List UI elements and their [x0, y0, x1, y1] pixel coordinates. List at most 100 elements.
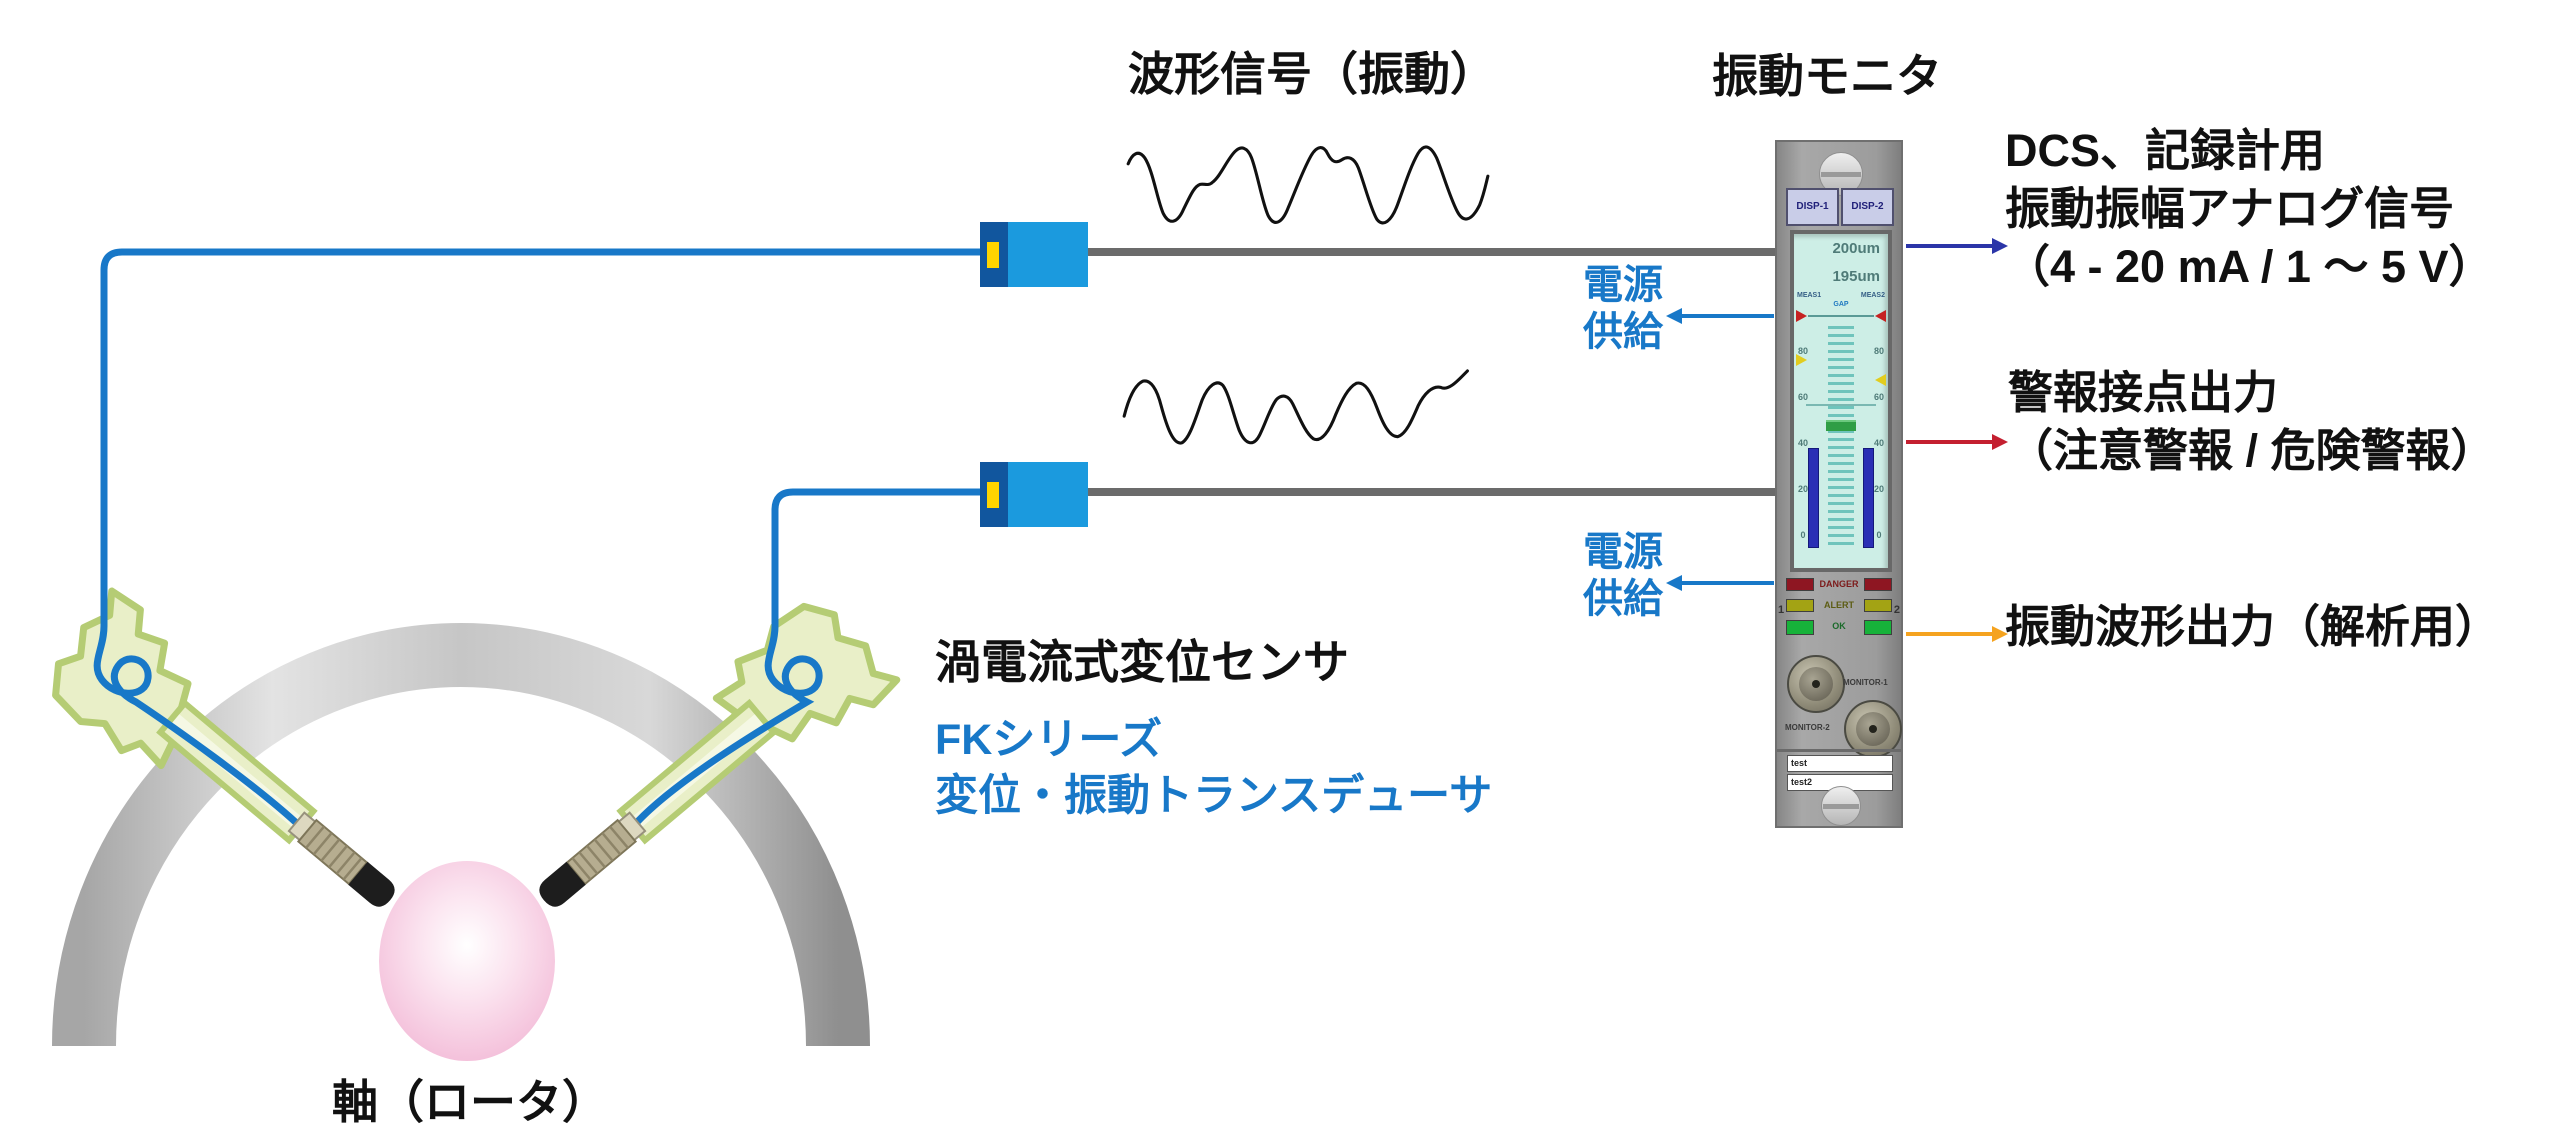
setpoint-line	[1808, 315, 1874, 317]
scale-tick: 40	[1797, 438, 1808, 448]
power-supply-1-line1: 電源	[1583, 263, 1663, 307]
scale-tick: 60	[1873, 392, 1884, 402]
scale-tick: 0	[1800, 530, 1806, 540]
power-arrow-1-line	[1680, 314, 1774, 318]
power-arrow-1	[1666, 308, 1776, 324]
alarm-output-label: 警報接点出力 （注意警報 / 危険警報）	[2008, 364, 2496, 480]
monitor-title: 振動モニタ	[1712, 50, 1942, 102]
monitor-1-label: MONITOR-1	[1843, 678, 1888, 687]
gap-label: GAP	[1833, 301, 1849, 308]
power-supply-2-line2: 供給	[1583, 577, 1663, 621]
waveform-signal-1	[1126, 145, 1490, 225]
sensor-series-block: FKシリーズ 変位・振動トランスデューサ	[935, 712, 1492, 824]
danger-setpoint-right-icon	[1875, 310, 1886, 322]
screw-icon	[1821, 786, 1861, 826]
power-arrow-2-line	[1680, 581, 1774, 585]
signal-line-1	[1088, 248, 1778, 256]
power-supply-label-1: 電源 供給	[1583, 262, 1663, 356]
gap-readout-1: 200um	[1832, 240, 1880, 257]
danger-lamp-2	[1864, 578, 1892, 591]
bargraph-channel-2	[1863, 448, 1874, 548]
power-supply-label-2: 電源 供給	[1583, 529, 1663, 623]
analog-output-arrow	[1906, 238, 2008, 254]
alarm-arrow-line	[1906, 440, 1994, 444]
channel-1-number: 1	[1778, 604, 1785, 616]
meas2-label: MEAS2	[1860, 292, 1885, 299]
sensor-cable-right	[623, 488, 984, 838]
sensor-right-probe	[533, 809, 649, 913]
vibration-monitor-panel: DISP-1 DISP-2 200um 195um MEAS1 MEAS2 GA…	[1775, 140, 1903, 828]
monitor-2-label: MONITOR-2	[1785, 723, 1830, 732]
scale-tick: 80	[1797, 346, 1808, 356]
alarm-output-arrow	[1906, 434, 2008, 450]
ok-lamp-row: OK	[1777, 619, 1901, 635]
analog-output-line1: DCS、記録計用	[2005, 125, 2326, 176]
danger-label: DANGER	[1819, 579, 1859, 589]
scale-line-60	[1806, 404, 1876, 406]
monitor-screen: 200um 195um MEAS1 MEAS2 GAP 80 60 40 20 …	[1790, 230, 1892, 572]
danger-lamp-row: DANGER	[1777, 577, 1901, 593]
ok-label: OK	[1832, 621, 1846, 631]
waveform-output-label: 振動波形出力（解析用）	[2005, 601, 2501, 652]
alarm-output-line1: 警報接点出力	[2008, 367, 2279, 418]
alert-setpoint-right-icon	[1875, 374, 1886, 386]
analog-arrow-line	[1906, 244, 1994, 248]
bearing-arc	[52, 623, 870, 1047]
power-arrow-2	[1666, 575, 1776, 591]
arrow-right-icon	[1992, 626, 2008, 642]
waveform-title: 波形信号（振動）	[1128, 48, 1496, 100]
sensor-left-probe	[285, 809, 401, 913]
driver-connector-2	[980, 462, 1088, 527]
sensor-series-line1: FKシリーズ	[935, 716, 1163, 764]
meas1-label: MEAS1	[1797, 292, 1822, 299]
driver-connector-1	[980, 222, 1088, 287]
power-supply-1-line2: 供給	[1583, 310, 1663, 354]
bnc-connector-monitor-2	[1844, 700, 1902, 758]
scale-tick: 20	[1797, 484, 1808, 494]
green-indicator	[1826, 420, 1856, 431]
scale-tick: 20	[1873, 484, 1884, 494]
alert-setpoint-left-icon	[1796, 354, 1807, 366]
gap-readout-2: 195um	[1832, 268, 1880, 285]
channel-2-number: 2	[1893, 604, 1900, 616]
arrow-right-icon	[1992, 434, 2008, 450]
tag-field-1: test	[1787, 755, 1893, 772]
scale-tick: 60	[1797, 392, 1808, 402]
sensor-series-line2: 変位・振動トランスデューサ	[935, 772, 1493, 820]
rotor-shaft-ball	[379, 861, 555, 1061]
alarm-output-line2: （注意警報 / 危険警報）	[2008, 425, 2496, 476]
scale-tick: 40	[1873, 438, 1884, 448]
sensor-cable-left	[93, 248, 984, 838]
alert-lamp-1	[1786, 599, 1814, 612]
bnc-connector-monitor-1	[1787, 655, 1845, 713]
scale-ticks	[1828, 326, 1854, 548]
waveform-arrow-line	[1906, 632, 1994, 636]
ok-lamp-2	[1864, 620, 1892, 635]
analog-output-line2: 振動振幅アナログ信号	[2005, 183, 2455, 234]
scale-labels-left: 80 60 40 20 0	[1795, 234, 1811, 568]
scale-tick: 0	[1876, 530, 1882, 540]
arrow-right-icon	[1992, 238, 2008, 254]
bargraph-channel-1	[1808, 448, 1819, 548]
disp-2-button: DISP-2	[1841, 188, 1894, 226]
danger-setpoint-left-icon	[1796, 310, 1807, 322]
scale-tick: 80	[1873, 346, 1884, 356]
alert-lamp-row: ALERT	[1777, 598, 1901, 614]
scale-labels-right: 80 60 40 20 0	[1871, 234, 1887, 568]
alert-lamp-2	[1864, 599, 1892, 612]
sensor-title: 渦電流式変位センサ	[935, 636, 1349, 688]
panel-divider	[1777, 749, 1901, 752]
alert-label: ALERT	[1824, 600, 1854, 610]
shaft-label: 軸（ロータ）	[332, 1076, 608, 1128]
power-supply-2-line1: 電源	[1583, 530, 1663, 574]
signal-line-2	[1088, 488, 1778, 496]
arrow-left-icon	[1666, 575, 1682, 591]
analog-output-label: DCS、記録計用 振動振幅アナログ信号 （4 - 20 mA / 1 ～ 5 V…	[2005, 122, 2494, 296]
waveform-output-arrow	[1906, 626, 2008, 642]
danger-lamp-1	[1786, 578, 1814, 591]
waveform-signal-2	[1122, 369, 1469, 445]
analog-output-line3: （4 - 20 mA / 1 ～ 5 V）	[2005, 241, 2494, 292]
arrow-left-icon	[1666, 308, 1682, 324]
disp-1-button: DISP-1	[1786, 188, 1839, 226]
